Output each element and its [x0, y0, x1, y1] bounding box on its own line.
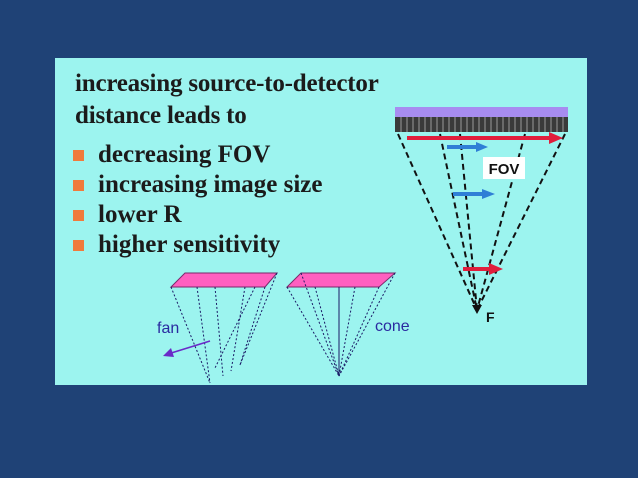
bullet-text: increasing image size — [98, 171, 323, 198]
bullet-text: decreasing FOV — [98, 141, 271, 168]
bullet-item-decreasing-fov: decreasing FOV — [73, 141, 270, 169]
bullet-square-icon — [73, 209, 84, 221]
cone-rays — [286, 272, 396, 377]
fov-label: FOV — [489, 161, 520, 178]
bullet-square-icon — [73, 239, 84, 251]
focal-point-label: F — [486, 309, 495, 325]
bullet-item-lower-r: lower R — [73, 201, 182, 229]
blue-arrow-2 — [453, 189, 495, 199]
blue-arrow-1 — [447, 142, 488, 152]
bullet-item-sensitivity: higher sensitivity — [73, 231, 280, 259]
projection-lines — [397, 133, 566, 311]
fan-label: fan — [157, 320, 179, 337]
detector-geometry-diagram: FOV F fan cone — [157, 107, 568, 384]
heading-line-1: increasing source-to-detector — [75, 70, 379, 97]
bullet-item-image-size: increasing image size — [73, 171, 323, 199]
fan-rays — [170, 272, 278, 384]
red-arrow-top — [407, 132, 563, 144]
heading-line-2: distance leads to — [75, 102, 247, 129]
collimator — [395, 117, 568, 132]
bullet-text: higher sensitivity — [98, 231, 281, 258]
bullet-text: lower R — [98, 201, 182, 228]
slide-panel: increasing source-to-detector distance l… — [55, 58, 587, 385]
detector-bar — [395, 107, 568, 117]
fan-direction-arrow — [163, 340, 211, 357]
cone-label: cone — [375, 318, 410, 335]
fov-label-box — [483, 157, 525, 179]
bullet-square-icon — [73, 149, 84, 161]
red-arrow-bottom — [463, 263, 503, 275]
cone-plane-shape — [285, 272, 397, 288]
fan-plane-shape — [169, 272, 279, 288]
focal-point-icon — [472, 305, 482, 314]
bullet-square-icon — [73, 179, 84, 191]
